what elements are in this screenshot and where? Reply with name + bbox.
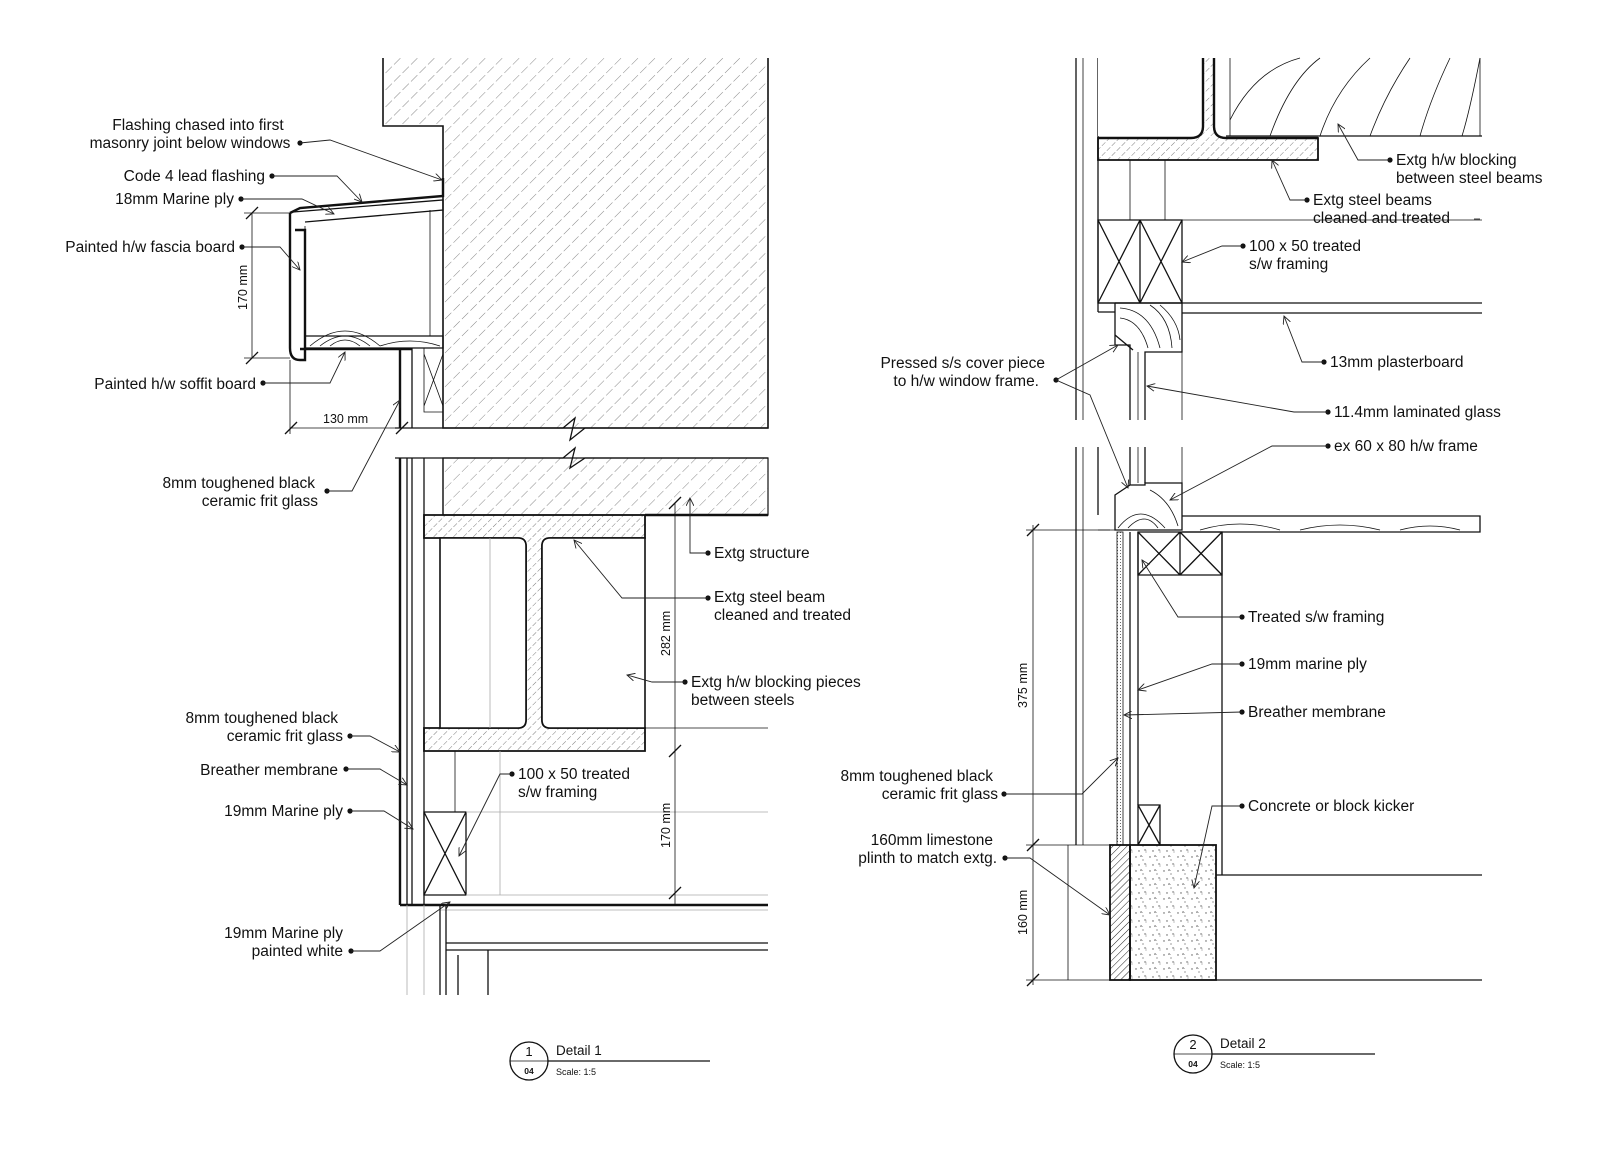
label-glass-top-2: ceramic frit glass bbox=[202, 493, 319, 510]
label-steel-beam-2: cleaned and treated bbox=[714, 607, 851, 624]
label2-kicker: Concrete or block kicker bbox=[1248, 798, 1414, 815]
label-framing-1: 100 x 50 treated bbox=[518, 766, 630, 783]
label2-framing-1: 100 x 50 treated bbox=[1249, 238, 1361, 255]
label2-steel-beams-2: cleaned and treated bbox=[1313, 210, 1450, 227]
title-block-detail2: 2 04 Detail 2 Scale: 1:5 bbox=[1173, 1034, 1375, 1074]
label2-steel-beams-1: Extg steel beams bbox=[1313, 192, 1432, 209]
label-fascia-board: Painted h/w fascia board bbox=[65, 239, 235, 256]
framing-upper bbox=[1097, 219, 1183, 304]
dim-beam-282: 282 mm bbox=[659, 611, 673, 656]
framing-100x50 bbox=[423, 811, 467, 896]
steel-web-clear bbox=[439, 537, 527, 729]
concrete-kicker bbox=[1129, 844, 1217, 981]
label-extg-structure: Extg structure bbox=[714, 545, 810, 562]
label2-framing-2: s/w framing bbox=[1249, 256, 1328, 273]
label-lead-flashing: Code 4 lead flashing bbox=[124, 168, 265, 185]
label2-blocking-2: between steel beams bbox=[1396, 170, 1543, 187]
dimensions-detail2: 375 mm 160 mm bbox=[1016, 523, 1110, 987]
detail1-sheet: 04 bbox=[524, 1066, 534, 1076]
dim-fascia-170: 170 mm bbox=[236, 265, 250, 310]
dim-framing-170: 170 mm bbox=[659, 803, 673, 848]
dimensions-detail1: 170 mm 130 mm 282 mm 170 mm bbox=[236, 206, 682, 905]
sill-board bbox=[1182, 515, 1481, 533]
detail-2: 375 mm 160 mm Extg h/w blocking between … bbox=[840, 57, 1543, 1074]
marine-ply-18 bbox=[292, 199, 444, 223]
title-block-detail1: 1 04 Detail 1 Scale: 1:5 bbox=[509, 1041, 710, 1081]
break-line bbox=[395, 416, 768, 470]
soffit-grain bbox=[309, 330, 441, 347]
detail1-scale: Scale: 1:5 bbox=[556, 1067, 596, 1077]
label2-plinth-2: plinth to match extg. bbox=[858, 850, 997, 867]
dim-wall-375: 375 mm bbox=[1016, 663, 1030, 708]
label2-treated-framing: Treated s/w framing bbox=[1248, 609, 1384, 626]
detail2-name: Detail 2 bbox=[1220, 1036, 1266, 1051]
label2-plinth-1: 160mm limestone bbox=[871, 832, 993, 849]
detail-1: 170 mm 130 mm 282 mm 170 mm Flashing cha… bbox=[65, 58, 861, 1081]
label-framing-2: s/w framing bbox=[518, 784, 597, 801]
label-flashing-chased-2: masonry joint below windows bbox=[90, 135, 291, 152]
label-ply-white-2: painted white bbox=[252, 943, 343, 960]
detail1-name: Detail 1 bbox=[556, 1043, 602, 1058]
ply-return bbox=[439, 905, 768, 995]
breather-ply-layer bbox=[1116, 531, 1124, 846]
label2-blocking-1: Extg h/w blocking bbox=[1396, 152, 1517, 169]
label-steel-beam-1: Extg steel beam bbox=[714, 589, 825, 606]
masonry-upper bbox=[382, 58, 769, 429]
steel-web-clear-r bbox=[541, 537, 646, 729]
window-sill-frame bbox=[1114, 482, 1183, 531]
label2-marine-ply: 19mm marine ply bbox=[1248, 656, 1367, 673]
label-breather: Breather membrane bbox=[200, 762, 338, 779]
fascia-board bbox=[288, 213, 307, 362]
soffit-batten bbox=[423, 347, 444, 413]
label-soffit-board: Painted h/w soffit board bbox=[94, 376, 256, 393]
framing-lower bbox=[1137, 531, 1223, 576]
window-head-frame bbox=[1114, 302, 1183, 420]
label-glass-top-1: 8mm toughened black bbox=[162, 475, 315, 492]
dim-plinth-160: 160 mm bbox=[1016, 890, 1030, 935]
dim-soffit-130: 130 mm bbox=[323, 412, 368, 426]
label2-cover-1: Pressed s/s cover piece bbox=[880, 355, 1045, 372]
detail1-number: 1 bbox=[525, 1044, 532, 1059]
label-marine-ply-19: 19mm Marine ply bbox=[224, 803, 343, 820]
label2-breather: Breather membrane bbox=[1248, 704, 1386, 721]
detail2-number: 2 bbox=[1189, 1037, 1196, 1052]
label-glass-bot-1: 8mm toughened black bbox=[185, 710, 338, 727]
detail2-scale: Scale: 1:5 bbox=[1220, 1060, 1260, 1070]
label-glass-bot-2: ceramic frit glass bbox=[227, 728, 344, 745]
labels-detail1: Flashing chased into first masonry joint… bbox=[65, 117, 861, 960]
label2-hw-frame: ex 60 x 80 h/w frame bbox=[1334, 438, 1478, 455]
masonry-lower bbox=[442, 457, 769, 516]
lead-flashing bbox=[289, 178, 445, 215]
label2-lam-glass: 11.4mm laminated glass bbox=[1334, 404, 1501, 421]
label-blocking-1: Extg h/w blocking pieces bbox=[691, 674, 861, 691]
label-flashing-chased-1: Flashing chased into first bbox=[112, 117, 284, 134]
labels-detail2: Extg h/w blocking between steel beams Ex… bbox=[840, 124, 1543, 915]
label2-glass-2: ceramic frit glass bbox=[882, 786, 999, 803]
label2-plasterboard: 13mm plasterboard bbox=[1330, 354, 1464, 371]
label-marine-ply-18: 18mm Marine ply bbox=[115, 191, 234, 208]
steel-beams-upper-clear bbox=[1098, 58, 1203, 136]
label2-cover-2: to h/w window frame. bbox=[893, 373, 1039, 390]
label2-glass-1: 8mm toughened black bbox=[840, 768, 993, 785]
label-ply-white-1: 19mm Marine ply bbox=[224, 925, 343, 942]
detail2-sheet: 04 bbox=[1188, 1059, 1198, 1069]
label-blocking-2: between steels bbox=[691, 692, 795, 709]
limestone-plinth bbox=[1109, 844, 1131, 981]
blocking-grain bbox=[1229, 57, 1481, 137]
